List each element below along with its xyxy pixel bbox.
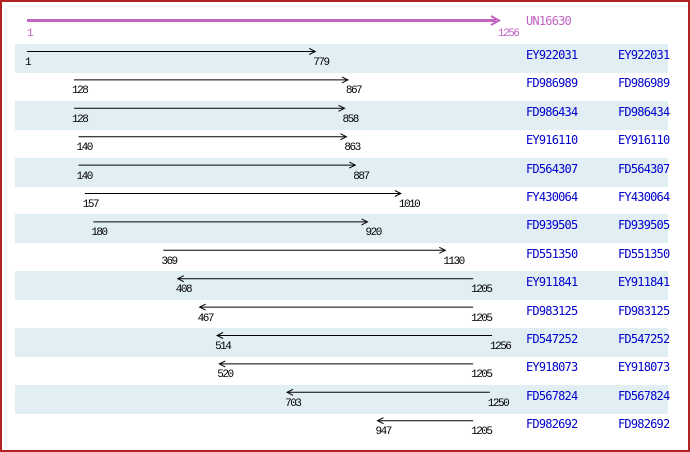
accession-label-col1[interactable]: EY922031 (526, 48, 578, 62)
start-coordinate-label: 514 (215, 341, 232, 353)
start-coordinate-label: 408 (175, 284, 193, 297)
end-coordinate-label: 1256 (490, 341, 512, 353)
end-coordinate-label: 1250 (487, 397, 510, 410)
row-band (15, 100, 668, 130)
end-coordinate-label: 920 (365, 227, 383, 240)
row-band (15, 384, 668, 414)
start-coordinate-label: 703 (285, 397, 302, 410)
accession-label-col1[interactable]: FY430064 (526, 190, 578, 204)
end-coordinate-label: 1010 (398, 199, 421, 211)
accession-label-col2[interactable]: FD982692 (618, 417, 670, 432)
row-band (15, 214, 668, 244)
sequence-arrowhead-right (341, 76, 349, 84)
accession-label-col2[interactable]: FD547252 (618, 332, 670, 346)
sequence-arrowhead-right (340, 133, 348, 141)
accession-label-col1[interactable]: FD547252 (526, 332, 578, 346)
end-coordinate-label: 1205 (471, 369, 493, 382)
accession-label-col1[interactable]: EY911841 (526, 275, 578, 290)
start-coordinate-label: 128 (72, 85, 89, 98)
sequence-arrowhead-right (361, 218, 369, 226)
sequence-arrowhead-left (285, 388, 294, 396)
accession-label-col1[interactable]: FD551350 (526, 246, 578, 261)
end-coordinate-label: 887 (353, 170, 370, 183)
sequence-arrowhead-right (309, 48, 317, 55)
sequence-arrowhead-right (394, 190, 402, 197)
row-band (15, 271, 668, 301)
start-coordinate-label: 180 (91, 227, 108, 240)
accession-label-col1[interactable]: FD567824 (526, 388, 578, 403)
accession-label-col1[interactable]: EY918073 (526, 360, 578, 375)
accession-label-col1[interactable]: FD939505 (526, 218, 578, 233)
end-coordinate-label: 1205 (471, 426, 493, 439)
end-coordinate-label: 858 (342, 113, 360, 126)
reference-accession-label[interactable]: UN16630 (526, 14, 572, 28)
sequence-arrowhead-left (198, 303, 206, 311)
sequence-arrowhead-right (349, 161, 357, 169)
start-coordinate-label: 947 (375, 426, 393, 439)
reference-arrowhead (490, 15, 502, 26)
accession-label-col2[interactable]: FD551350 (618, 246, 670, 261)
accession-label-col2[interactable]: FD564307 (618, 161, 670, 176)
accession-label-col1[interactable]: FD983125 (526, 303, 578, 318)
start-coordinate-label: 128 (72, 113, 89, 126)
end-coordinate-label: 779 (313, 57, 330, 69)
row-band (15, 157, 668, 187)
end-coordinate-label: 863 (344, 142, 361, 155)
accession-label-col2[interactable]: FD986989 (618, 76, 670, 91)
accession-label-col2[interactable]: FD983125 (618, 303, 670, 318)
start-coordinate-label: 140 (76, 170, 94, 183)
reference-start-coordinate-label: 1 (27, 28, 34, 40)
accession-label-col1[interactable]: FD986434 (526, 104, 578, 119)
accession-label-col1[interactable]: EY916110 (526, 133, 578, 148)
row-band (15, 44, 668, 73)
sequence-arrowhead-left (215, 332, 224, 339)
end-coordinate-label: 1205 (471, 284, 493, 297)
sequence-arrowhead-left (376, 417, 384, 425)
sequence-arrowhead-left (176, 275, 185, 283)
accession-label-col2[interactable]: FD986434 (618, 104, 670, 119)
accession-label-col2[interactable]: EY918073 (618, 360, 670, 375)
accession-label-col2[interactable]: EY911841 (618, 275, 670, 290)
end-coordinate-label: 1205 (471, 312, 493, 325)
start-coordinate-label: 520 (217, 369, 234, 382)
end-coordinate-label: 867 (345, 85, 363, 98)
accession-label-col2[interactable]: EY916110 (618, 133, 670, 148)
accession-label-col2[interactable]: FY430064 (618, 190, 670, 204)
sequence-arrowhead-right (439, 246, 447, 254)
start-coordinate-label: 140 (76, 142, 94, 155)
row-band (15, 328, 668, 357)
sequence-arrowhead-left (218, 360, 226, 368)
accession-label-col2[interactable]: FD939505 (618, 218, 670, 233)
reference-end-coordinate-label: 1256 (498, 28, 520, 40)
start-coordinate-label: 369 (161, 255, 178, 268)
accession-label-col1[interactable]: FD564307 (526, 161, 578, 176)
start-coordinate-label: 467 (197, 312, 215, 325)
accession-label-col2[interactable]: EY922031 (618, 48, 670, 62)
accession-label-col1[interactable]: FD982692 (526, 417, 578, 432)
start-coordinate-label: 1 (25, 57, 32, 69)
accession-label-col1[interactable]: FD986989 (526, 76, 578, 91)
sequence-arrowhead-right (338, 104, 346, 112)
end-coordinate-label: 1130 (443, 255, 465, 268)
start-coordinate-label: 157 (82, 199, 100, 211)
accession-label-col2[interactable]: FD567824 (618, 388, 670, 403)
